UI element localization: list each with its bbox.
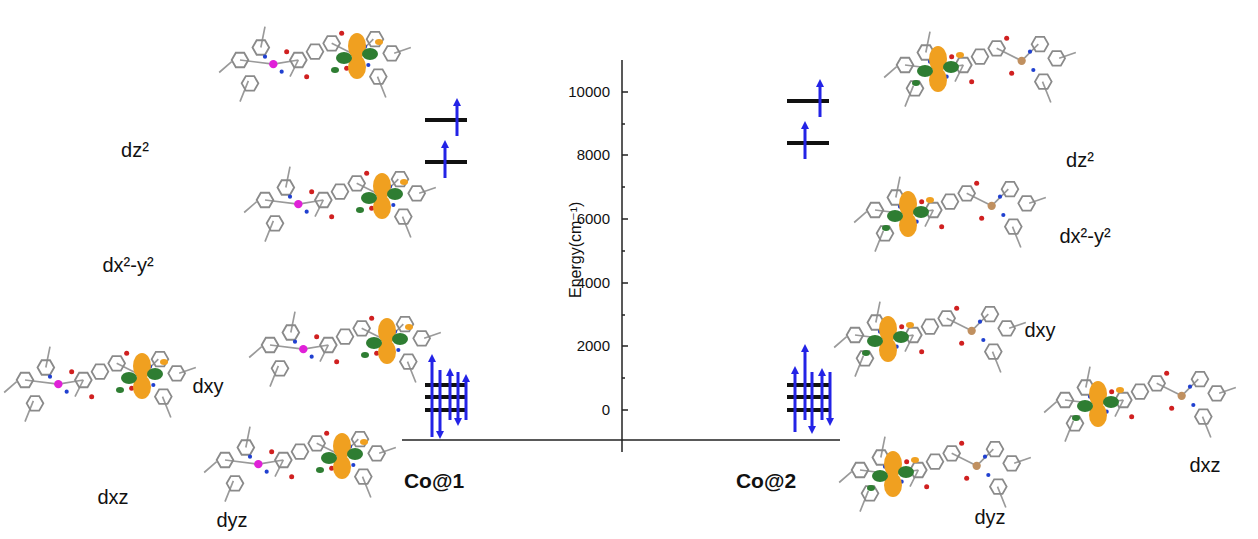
orbital-label: dxy xyxy=(1024,319,1055,341)
orbital-label: dx²-y² xyxy=(102,254,153,276)
tick-label: 10000 xyxy=(568,84,610,101)
orbital-label: dyz xyxy=(216,509,247,531)
orbital-label: dx²-y² xyxy=(1059,225,1110,247)
tick-label: 4000 xyxy=(577,275,610,292)
orbital-label: dxy xyxy=(192,375,223,397)
tick-label: 2000 xyxy=(577,338,610,355)
orbital-label: dyz xyxy=(974,506,1005,528)
complex-label: Co@1 xyxy=(404,469,464,492)
orbital-label: dxz xyxy=(97,486,128,508)
orbital-label: dz² xyxy=(121,139,149,161)
tick-label: 6000 xyxy=(577,211,610,228)
orbital-label: dxz xyxy=(1189,454,1220,476)
tick-label: 8000 xyxy=(577,147,610,164)
tick-label: 0 xyxy=(602,402,610,419)
complex-label: Co@2 xyxy=(736,469,796,492)
orbital-label: dz² xyxy=(1066,149,1094,171)
